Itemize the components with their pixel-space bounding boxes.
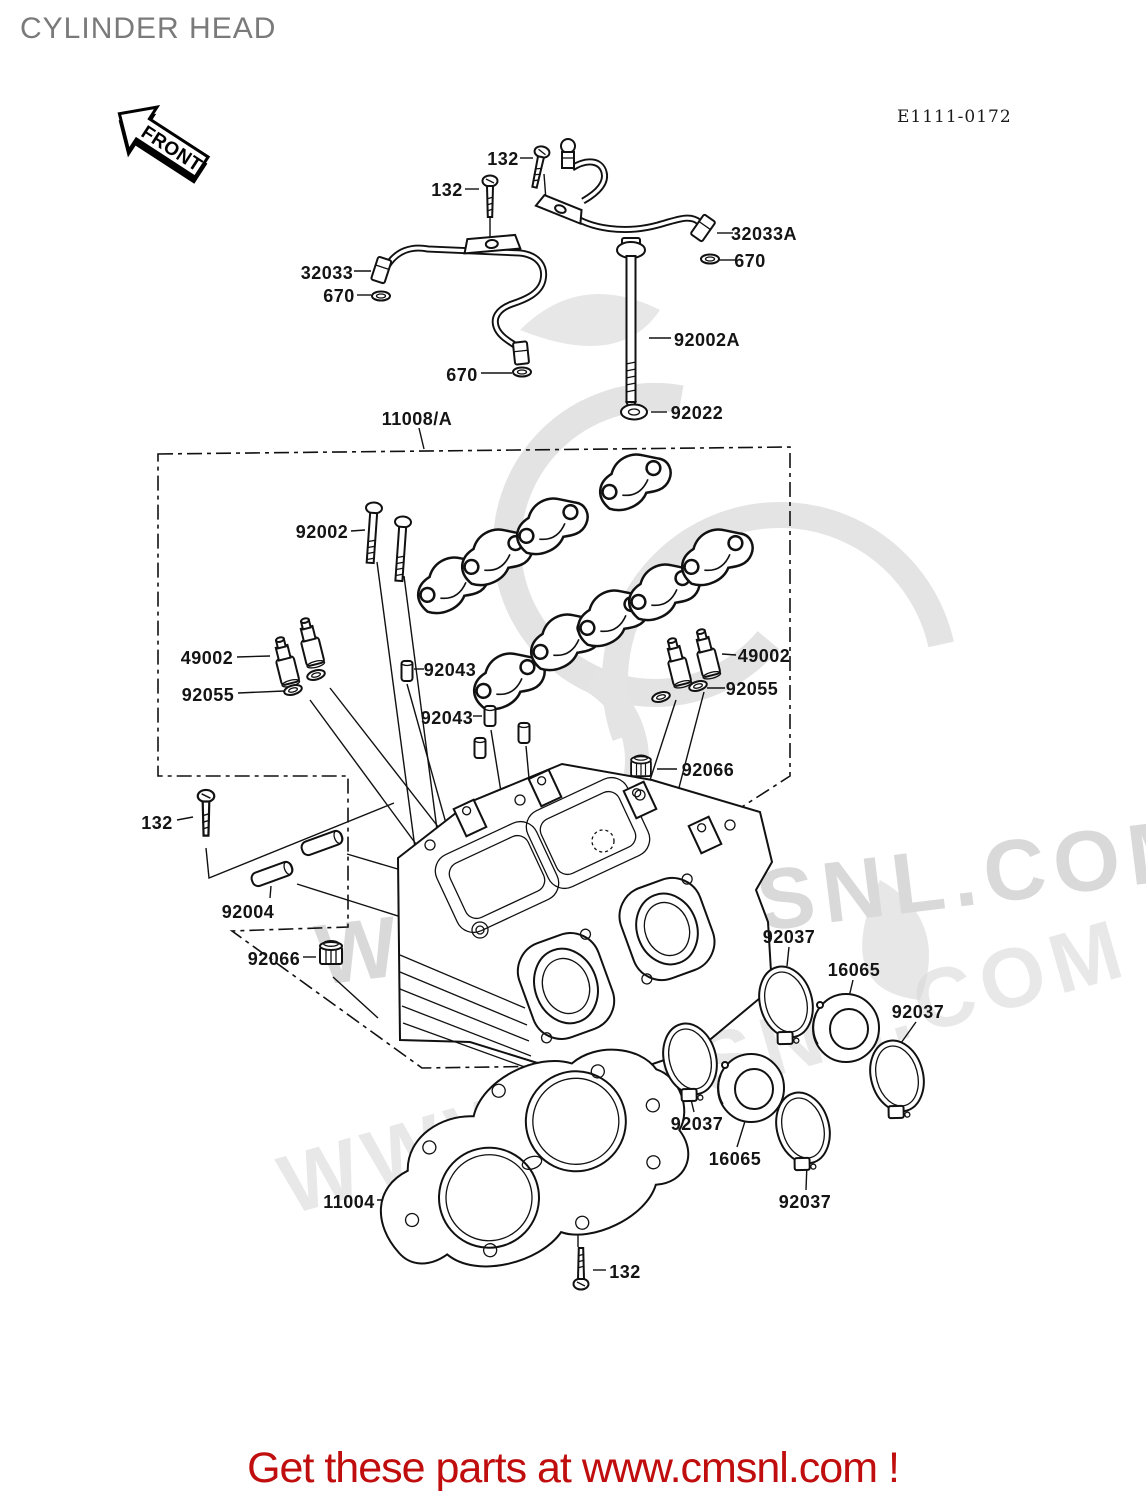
carburetor-holder-16065 [717, 1053, 785, 1123]
diagram-code: E1111-0172 [897, 107, 1012, 127]
part-label-92037-bottom-right: 92037 [779, 1192, 832, 1212]
part-label-92037-bottom-left: 92037 [671, 1114, 724, 1134]
stud-bolt-92002a [616, 237, 646, 408]
washer-670-left [371, 290, 391, 302]
washer-670-right [700, 253, 720, 265]
tappet-92043 [400, 659, 414, 682]
tappet-92043 [483, 704, 497, 727]
washer-670-bottom [512, 366, 532, 378]
part-label-92037-top: 92037 [763, 927, 816, 947]
part-label-16065-top: 16065 [828, 960, 881, 980]
pipe-clamp-bracket [463, 233, 522, 255]
part-label-92004: 92004 [222, 902, 275, 922]
part-labels-layer: 132 132 32033 670 670 32033A 670 92002A 92022 110… [141, 149, 944, 1282]
part-label-132-left: 132 [141, 813, 173, 833]
oring-92055-left [305, 667, 327, 683]
part-label-92043-lower: 92043 [421, 708, 474, 728]
assembly-border-box [157, 446, 791, 1069]
cylinder-base-gasket-11004 [379, 1048, 690, 1268]
part-label-16065-bottom: 16065 [709, 1149, 762, 1169]
screw-132-top [526, 144, 552, 190]
part-label-92055-right: 92055 [726, 679, 779, 699]
banner-link[interactable]: Get these parts at www.cmsnl.com ! [247, 1444, 900, 1492]
page-title: CYLINDER HEAD [20, 12, 277, 45]
front-arrow-icon: FRONT [117, 105, 211, 184]
part-label-670-left: 670 [323, 286, 355, 306]
part-label-92066-left: 92066 [248, 949, 301, 969]
part-label-32033: 32033 [301, 263, 354, 283]
part-label-92037-right: 92037 [892, 1002, 945, 1022]
plug-92066-left [319, 939, 343, 965]
part-label-92066-right: 92066 [682, 760, 735, 780]
part-label-132-top: 132 [487, 149, 519, 169]
part-label-11004: 11004 [323, 1192, 375, 1212]
nozzle-49002-left [269, 634, 302, 690]
valve-guide-92004 [248, 859, 296, 889]
tappet-92043 [517, 721, 531, 744]
screw-132-top-left [481, 174, 499, 218]
cylinder-head-drawing [396, 762, 774, 1077]
part-label-49002-left: 49002 [181, 648, 234, 668]
part-label-92043-upper: 92043 [424, 660, 477, 680]
plug-92066-right [630, 754, 652, 777]
carburetor-holder-16065 [812, 993, 880, 1063]
nozzle-49002-right [690, 626, 723, 682]
banjo-fitting [560, 138, 576, 169]
bolt-92002-pair [365, 501, 412, 583]
part-label-11008a: 11008/A [382, 409, 453, 429]
part-label-32033a: 32033A [731, 224, 797, 244]
part-label-132-top-left: 132 [431, 180, 463, 200]
part-label-670-right: 670 [734, 251, 766, 271]
fuel-pipe-right-32033a [534, 138, 716, 243]
part-label-670-bottom: 670 [446, 365, 478, 385]
part-label-92002: 92002 [296, 522, 349, 542]
tappet-92043 [473, 736, 487, 759]
nozzle-49002-left [294, 615, 327, 671]
part-label-92002a: 92002A [674, 330, 740, 350]
screw-132-left [196, 788, 216, 837]
valve-guide-92004 [298, 828, 346, 858]
screw-132-bottom [572, 1247, 590, 1291]
part-label-132-bottom: 132 [609, 1262, 641, 1282]
part-label-49002-right: 49002 [738, 646, 791, 666]
part-label-92022: 92022 [671, 403, 724, 423]
washer-92022 [620, 403, 648, 421]
pipe-clamp-bracket [534, 193, 583, 226]
part-label-92055-left: 92055 [182, 685, 235, 705]
fuel-pipe-left-32033 [370, 233, 548, 366]
